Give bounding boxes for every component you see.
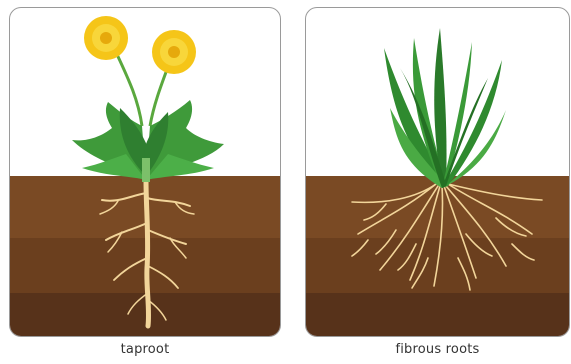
taproot-panel (9, 7, 281, 337)
fibrous-roots-panel (305, 7, 570, 337)
taproot-illustration (10, 8, 281, 337)
dandelion-flower-right (152, 30, 196, 74)
dandelion-flower-left (84, 16, 128, 60)
grass-blades (384, 28, 506, 188)
stem-base (142, 158, 150, 182)
fibrous-roots-illustration (306, 8, 570, 337)
soil-layer-bottom (306, 293, 570, 337)
taproot-caption: taproot (9, 342, 281, 357)
fibrous-roots-caption: fibrous roots (305, 342, 570, 357)
